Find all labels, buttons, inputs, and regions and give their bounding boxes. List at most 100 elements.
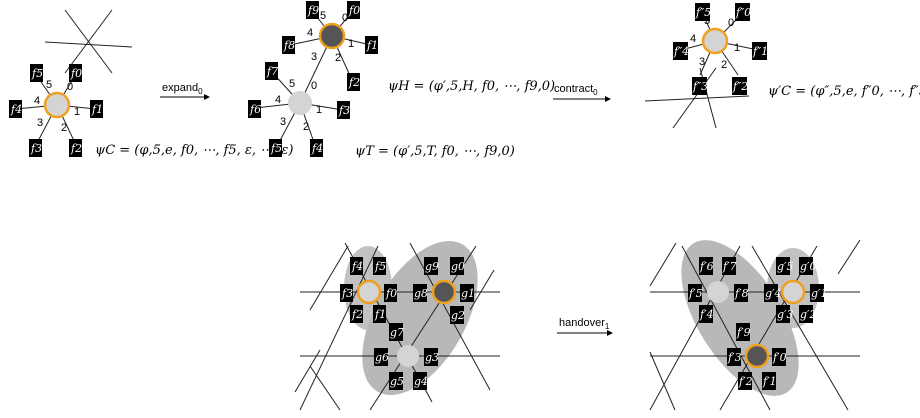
svg-text:f2: f2 bbox=[351, 308, 363, 321]
tag-f9-prime: f′9 bbox=[736, 323, 751, 341]
svg-text:f1: f1 bbox=[374, 308, 386, 321]
svg-text:f1: f1 bbox=[91, 103, 103, 116]
handover-operation: handover1 bbox=[557, 317, 613, 336]
svg-text:f4: f4 bbox=[10, 103, 22, 116]
svg-text:f′2: f′2 bbox=[738, 375, 753, 388]
tag-g1: g1 bbox=[460, 284, 475, 302]
svg-text:g′1: g′1 bbox=[811, 287, 828, 300]
tag-f2: f2 bbox=[350, 305, 363, 323]
svg-text:f′4: f′4 bbox=[699, 308, 714, 321]
handover-label: handover1 bbox=[559, 317, 610, 331]
svg-text:f7: f7 bbox=[266, 65, 278, 78]
panel-contracted-agent: 5 0 4 1 3 2 f5 f0 f4 f1 f3 f2 bbox=[9, 9, 133, 157]
svg-text:g8: g8 bbox=[414, 287, 428, 300]
tag-f2-prime: f′2 bbox=[738, 372, 753, 390]
head-agent bbox=[744, 343, 770, 369]
svg-text:g6: g6 bbox=[375, 351, 389, 364]
tag-f4: f4 bbox=[350, 257, 363, 275]
port-label: 3 bbox=[311, 51, 317, 63]
tag-f0: f0 bbox=[384, 284, 397, 302]
tag-f5: f5 bbox=[373, 257, 386, 275]
tag-f1: f1 bbox=[373, 305, 386, 323]
tag-f2-dprime: f″2 bbox=[732, 77, 748, 95]
tag-f1: f1 bbox=[365, 36, 378, 54]
agent-circle bbox=[701, 27, 729, 55]
svg-text:g3: g3 bbox=[425, 351, 439, 364]
tag-f5-dprime: f″5 bbox=[695, 3, 711, 21]
port-label: 5 bbox=[320, 10, 326, 22]
agent-circle bbox=[43, 91, 71, 119]
head-agent bbox=[318, 22, 346, 50]
tag-f4-dprime: f″4 bbox=[673, 42, 689, 60]
tag-g9: g9 bbox=[424, 257, 439, 275]
port-label: 1 bbox=[734, 42, 740, 54]
tag-f5-prime: f′5 bbox=[688, 284, 703, 302]
expand-label: expand0 bbox=[162, 82, 203, 96]
svg-text:g9: g9 bbox=[425, 260, 439, 273]
tag-g5: g5 bbox=[389, 372, 404, 390]
svg-text:f′6: f′6 bbox=[699, 260, 714, 273]
svg-text:f″1: f″1 bbox=[752, 45, 768, 58]
svg-text:f′9: f′9 bbox=[736, 326, 751, 339]
head-agent bbox=[431, 279, 457, 305]
tag-g2-prime: g′2 bbox=[799, 305, 817, 323]
svg-text:f′5: f′5 bbox=[688, 287, 703, 300]
tag-f0-prime: f′0 bbox=[772, 348, 787, 366]
tag-f1-prime: f′1 bbox=[762, 372, 777, 390]
svg-text:f0: f0 bbox=[70, 67, 82, 80]
contract-label: contract0 bbox=[554, 83, 598, 97]
svg-text:f″3: f″3 bbox=[692, 80, 708, 93]
svg-text:g′3: g′3 bbox=[777, 308, 794, 321]
formula-psi-c-prime: ψ′C = (φ″,5,e, f″0, ⋯, f″5, ε, ⋯, ε) bbox=[768, 84, 920, 99]
panel-after-handover: f′6 f′7 f′5 f′8 f′4 g′5 g′0 g′4 g′1 g′3 … bbox=[649, 239, 861, 411]
tag-f8: f8 bbox=[282, 36, 295, 54]
svg-text:f4: f4 bbox=[311, 142, 323, 155]
tag-f5: f5 bbox=[269, 139, 282, 157]
port-label: 1 bbox=[74, 106, 80, 118]
port-label: 2 bbox=[721, 59, 727, 71]
svg-text:g′4: g′4 bbox=[765, 287, 782, 300]
tail-agent bbox=[288, 91, 312, 115]
tag-g1-prime: g′1 bbox=[810, 284, 828, 302]
port-label: 1 bbox=[348, 38, 354, 50]
port-label: 2 bbox=[303, 121, 309, 133]
port-label: 0 bbox=[728, 17, 734, 29]
port-label: 0 bbox=[311, 80, 317, 92]
expand-operation: expand0 bbox=[160, 82, 210, 100]
port-label: 4 bbox=[275, 94, 281, 106]
port-label: 2 bbox=[61, 122, 67, 134]
svg-text:f9: f9 bbox=[307, 4, 319, 17]
port-label: 5 bbox=[46, 79, 52, 91]
svg-text:f5: f5 bbox=[270, 142, 282, 155]
tag-f3-prime: f′3 bbox=[727, 348, 742, 366]
tag-f9: f9 bbox=[306, 1, 319, 19]
tag-g8: g8 bbox=[413, 284, 428, 302]
port-label: 1 bbox=[316, 104, 322, 116]
expanded-agent-blob bbox=[681, 240, 799, 396]
svg-text:f′3: f′3 bbox=[727, 351, 742, 364]
tag-f3: f3 bbox=[337, 101, 350, 119]
svg-text:f5: f5 bbox=[31, 67, 43, 80]
tag-g5-prime: g′5 bbox=[776, 257, 794, 275]
svg-text:g5: g5 bbox=[390, 375, 404, 388]
tag-g6: g6 bbox=[374, 348, 389, 366]
svg-text:g′5: g′5 bbox=[777, 260, 794, 273]
tag-g0: g0 bbox=[450, 257, 465, 275]
svg-text:f1: f1 bbox=[366, 39, 378, 52]
svg-text:f2: f2 bbox=[348, 76, 360, 89]
tag-f4: f4 bbox=[9, 100, 22, 118]
port-label: 5 bbox=[289, 78, 295, 90]
svg-text:g4: g4 bbox=[414, 375, 428, 388]
svg-text:f2: f2 bbox=[70, 142, 82, 155]
port-label: 4 bbox=[690, 33, 696, 45]
tail-agent bbox=[707, 281, 729, 303]
tag-f5: f5 bbox=[30, 64, 43, 82]
svg-text:f0: f0 bbox=[385, 287, 397, 300]
panel-expanded-agent: 5 0 4 1 3 2 5 0 4 1 3 2 f9 f0 f8 f1 f2 f… bbox=[248, 1, 378, 157]
svg-text:f′7: f′7 bbox=[722, 260, 737, 273]
svg-text:g7: g7 bbox=[390, 326, 404, 339]
formula-psi-t: ψT = (φ′,5,T, f0, ⋯, f9,0) bbox=[355, 144, 515, 159]
svg-text:g2: g2 bbox=[451, 309, 465, 322]
tag-f1-dprime: f″1 bbox=[752, 42, 768, 60]
